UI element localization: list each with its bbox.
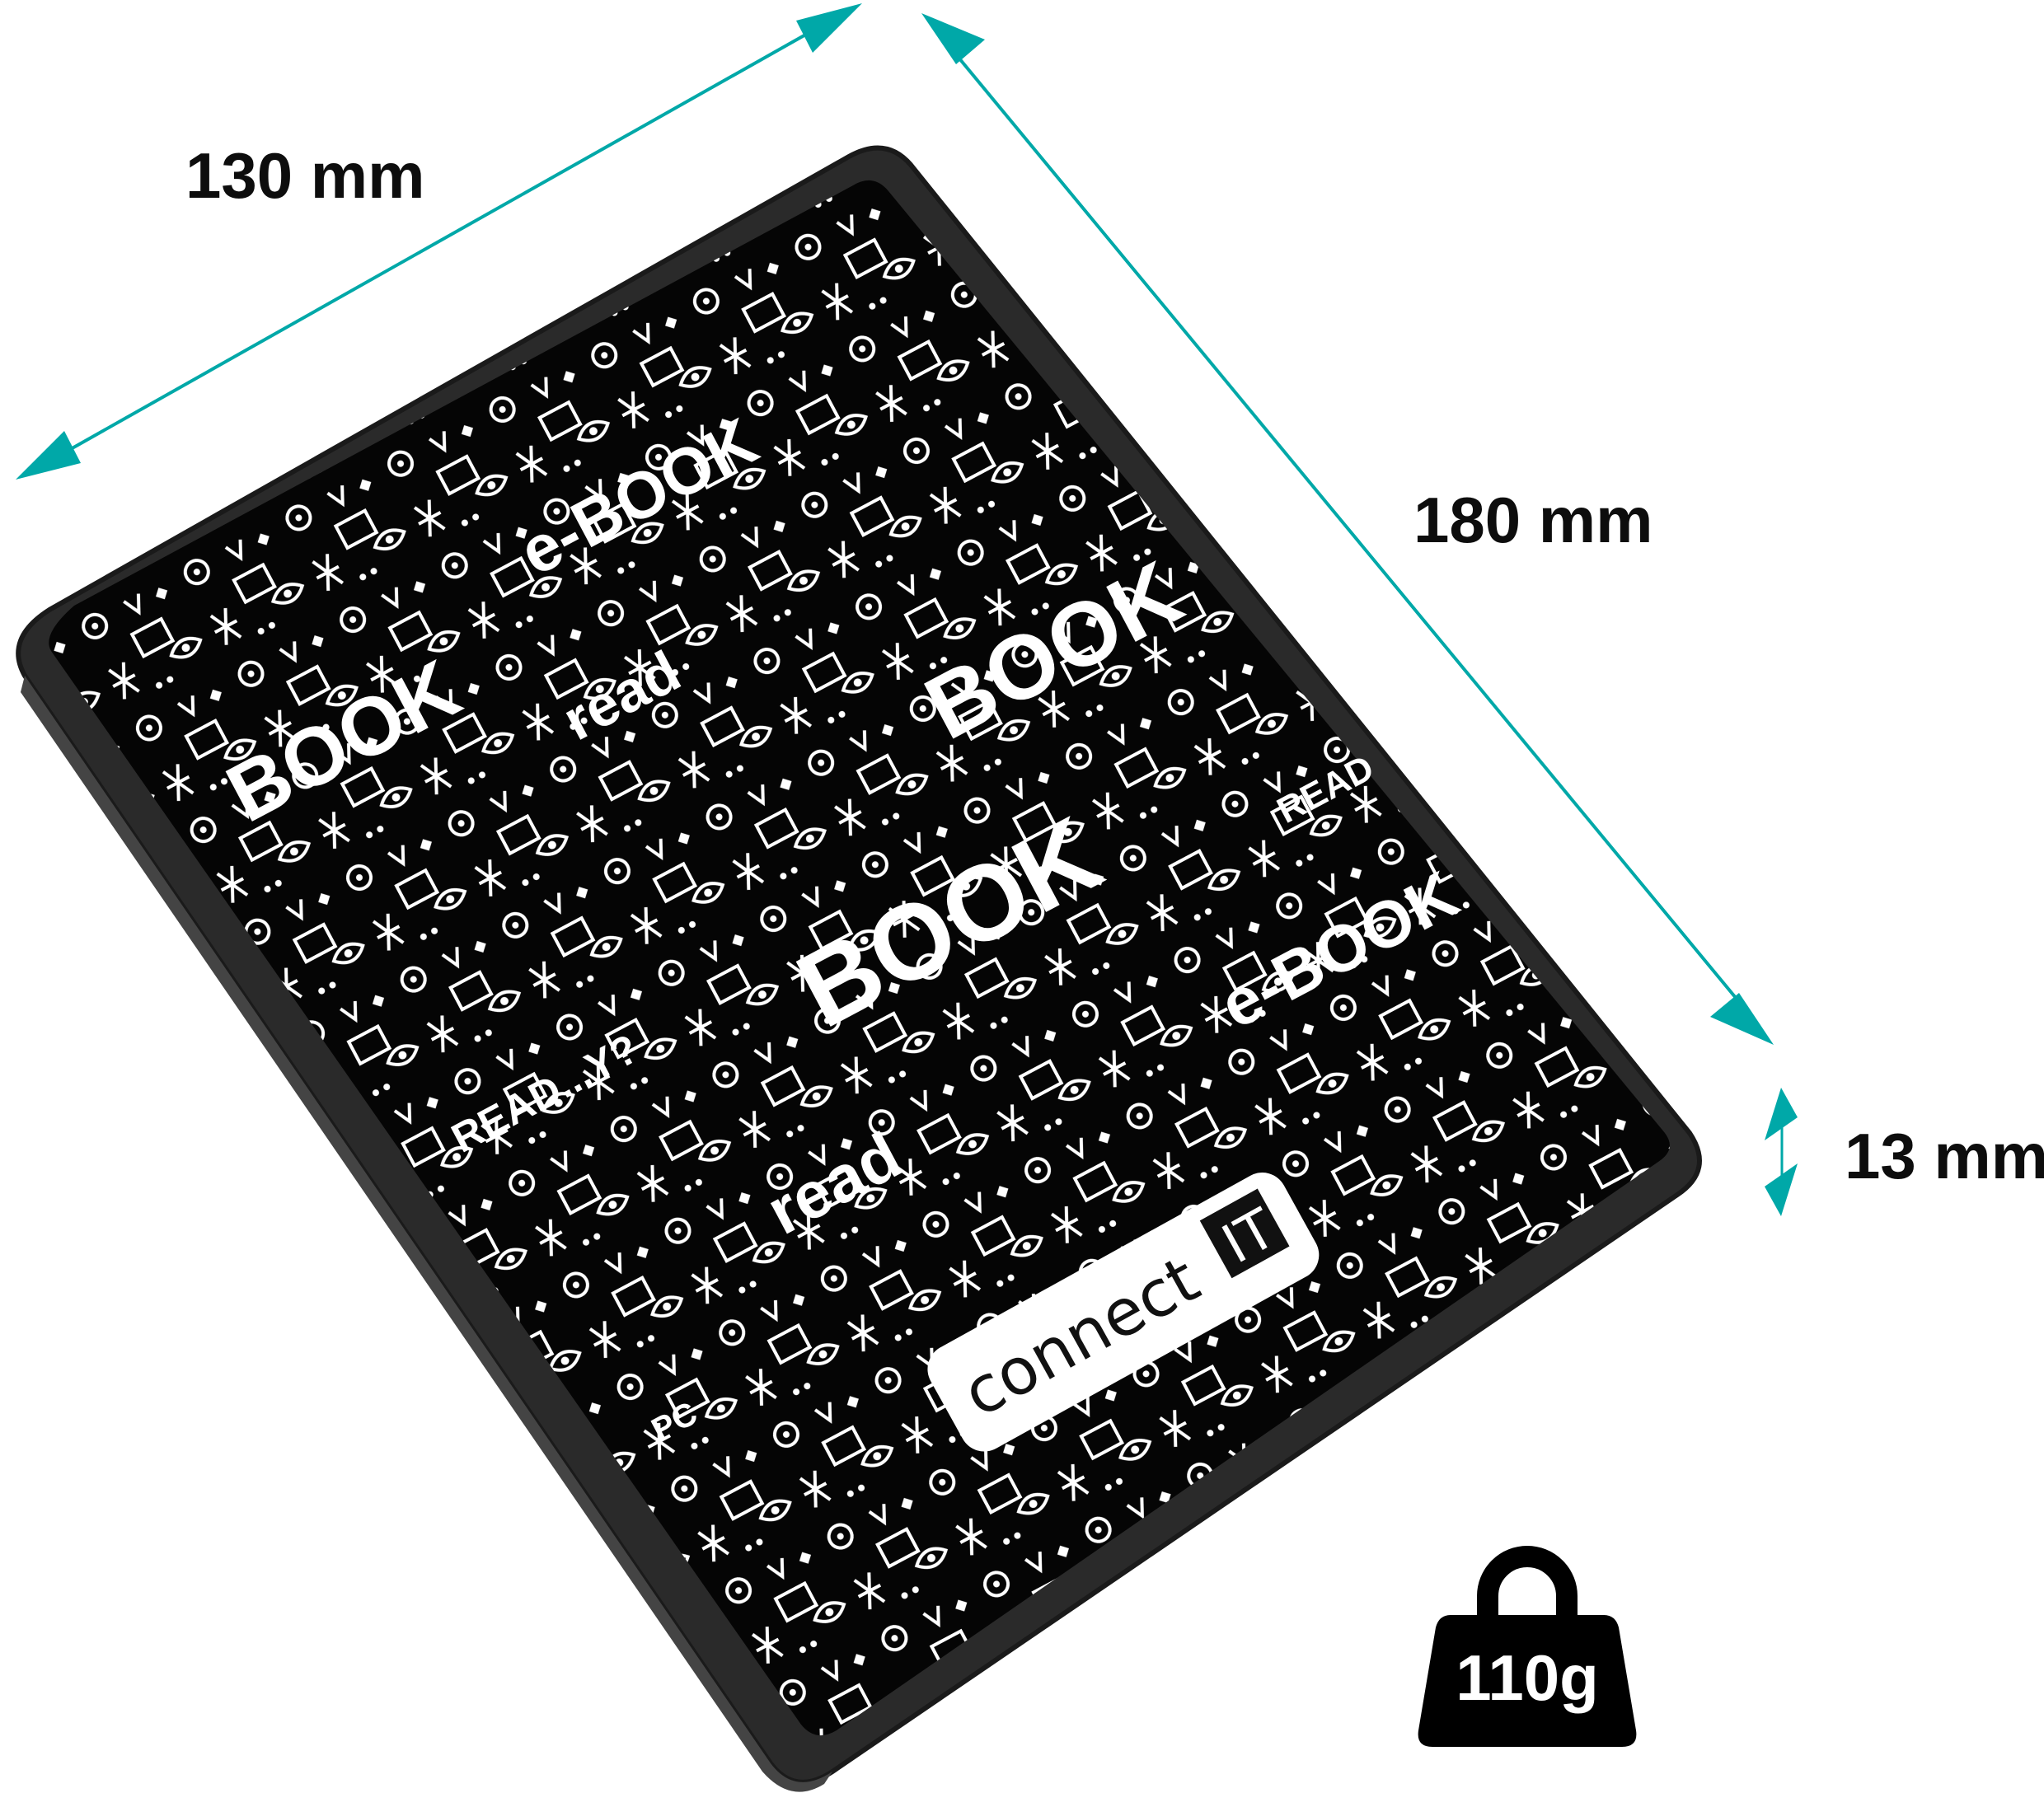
weight-icon xyxy=(1418,1546,1637,1747)
height-dimension-arrow xyxy=(921,13,1774,1045)
weight-label: 110g xyxy=(1456,1641,1598,1714)
depth-label: 13 mm xyxy=(1845,1120,2044,1192)
width-label: 130 mm xyxy=(185,139,425,212)
depth-dimension-arrow xyxy=(1765,1088,1798,1216)
height-label: 180 mm xyxy=(1413,484,1653,556)
width-dimension-arrow xyxy=(16,3,862,480)
